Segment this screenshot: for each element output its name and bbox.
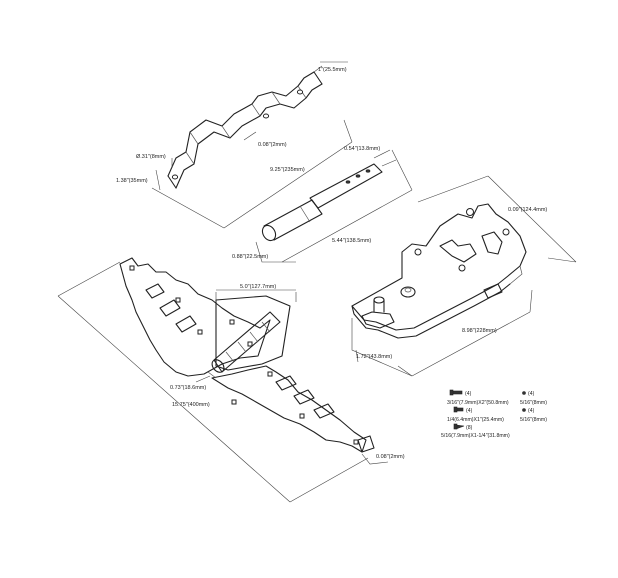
latch-dimension-lines [351, 175, 577, 377]
hinge-leaf-width-label: 5.0"(127.7mm) [240, 284, 276, 290]
hinge-screw-hole [353, 439, 359, 445]
hardware-qty: (4) [465, 391, 472, 397]
bracket-hole-label: Ø.31"(8mm) [136, 154, 166, 160]
pin-diameter-label: 0.88"(22.5mm) [232, 254, 268, 260]
latch-length-label: 8.98"(228mm) [462, 328, 497, 334]
nut-qty: (4) [528, 391, 535, 397]
bracket-thickness-label: 1"(25.5mm) [318, 67, 347, 73]
hinge-length-label: 15.75"(400mm) [172, 402, 210, 408]
nut-icon [522, 391, 526, 395]
hinge-screw-hole [267, 371, 273, 377]
hinge-screw-hole [299, 413, 305, 419]
hinge-diamond-cutout [145, 283, 165, 299]
nut-size: 5/16"(8mm) [520, 400, 547, 406]
hinge-dimension-lines [57, 261, 389, 503]
latch-stud [373, 296, 385, 304]
t-hinge [119, 257, 375, 453]
latch-hole [414, 248, 422, 256]
latch-hole [466, 208, 474, 216]
pin-slot [365, 169, 371, 173]
hardware-qty: (8) [466, 425, 473, 431]
pin-slot [355, 174, 361, 178]
bracket-length-label: 9.25"(235mm) [270, 167, 305, 173]
hinge-diamond-cutout [313, 403, 335, 419]
latch-pin [261, 163, 383, 242]
pin-length-label: 5.44"(138.5mm) [332, 238, 371, 244]
latch-hole [458, 264, 466, 272]
hinge-diamond-cutout [175, 315, 197, 333]
hardware-size: 3/16"(7.9mm)X2"(50.8mm) [447, 400, 509, 406]
nut-icon [522, 408, 526, 412]
pin-slot [345, 180, 351, 184]
hinge-screw-hole [247, 341, 253, 347]
nut-size: 5/16"(8mm) [520, 417, 547, 423]
wood-screw-icon [453, 423, 465, 430]
bracket-hole [262, 113, 270, 119]
nut-qty: (4) [528, 408, 535, 414]
hinge-thickness-label: 0.08"(2mm) [376, 454, 405, 460]
screw-icon [453, 406, 464, 413]
latch-height-label: 0.09"(124.4mm) [508, 207, 547, 213]
hinge-screw-hole [175, 297, 181, 303]
latch-knob [400, 286, 416, 298]
u-bracket [167, 71, 323, 189]
bracket-hole [171, 174, 179, 180]
latch-hole [502, 228, 510, 236]
hardware-list: (4) 3/16"(7.9mm)X2"(50.8mm) (4) 5/16"(8m… [441, 389, 547, 439]
hinge-diamond-cutout [159, 299, 181, 317]
hinge-barrel-label: 0.73"(18.6mm) [170, 385, 206, 391]
bracket-dimension-lines [151, 61, 353, 229]
hinge-screw-hole [197, 329, 203, 335]
latch-depth-label: 1.72"(43.8mm) [356, 354, 392, 360]
hardware-qty: (4) [466, 408, 473, 414]
hinge-screw-hole [229, 319, 235, 325]
bolt-icon [449, 389, 463, 396]
hinge-diamond-cutout [293, 389, 315, 405]
bracket-offset-label: 0.08"(2mm) [258, 142, 287, 148]
bracket-hole [296, 89, 304, 95]
latch-plate [351, 203, 527, 339]
hinge-screw-hole [129, 265, 135, 271]
hinge-screw-hole [231, 399, 237, 405]
bracket-height-label: 1.38"(35mm) [116, 178, 148, 184]
pin-dimension-lines [255, 149, 413, 263]
pin-width-label: 0.54"(13.8mm) [344, 146, 380, 152]
hinge-diamond-cutout [275, 375, 297, 391]
hardware-size: 1/4(6.4mm)X1"(25.4mm) [447, 417, 504, 423]
hardware-size: 5/16(7.9mm)X1-1/4"(31.8mm) [441, 433, 510, 439]
